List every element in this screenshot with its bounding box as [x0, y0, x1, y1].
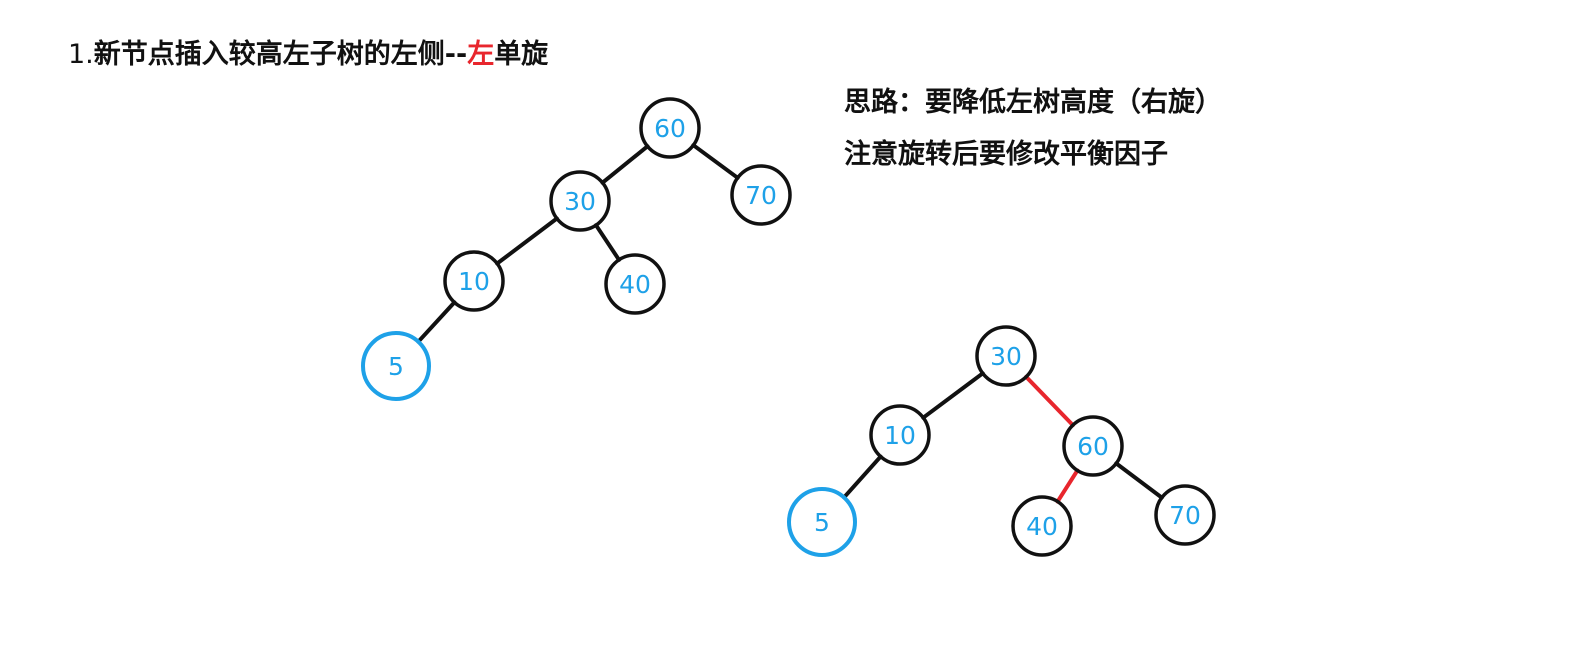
node-circle: [730, 164, 792, 226]
node-circle: [869, 404, 931, 466]
title-rest: 单旋: [494, 39, 549, 70]
edge-b30-b40: [594, 223, 621, 262]
title-main: 新节点插入较高左子树的左侧: [93, 39, 445, 70]
tree-node-a30: 30: [975, 325, 1037, 387]
edge-a30-a60: [1024, 374, 1075, 428]
edge-b30-b10: [495, 216, 559, 266]
node-label: 5: [388, 352, 404, 381]
tree-node-a60: 60: [1062, 415, 1124, 477]
edge-b60-b30: [600, 144, 650, 185]
node-label: 60: [654, 114, 686, 143]
node-circle: [443, 250, 505, 312]
tree-node-a5: 5: [787, 487, 857, 557]
node-circle: [361, 331, 431, 401]
title-dash: --: [444, 39, 468, 70]
diagram-title: 1.新节点插入较高左子树的左侧--左单旋: [68, 32, 548, 71]
tree-node-b10: 10: [443, 250, 505, 312]
node-circle: [1062, 415, 1124, 477]
tree-nodes: 60 30 70 10 40 5 30 10 60 5 40 70: [361, 97, 1216, 557]
tree-node-b30: 30: [549, 170, 611, 232]
edge-a60-a70: [1114, 461, 1164, 500]
note-idea: 思路：要降低左树高度（右旋）: [844, 87, 1222, 118]
node-label: 40: [619, 270, 651, 299]
title-highlight: 左: [467, 39, 495, 70]
title-number: 1.: [68, 39, 94, 70]
tree-node-a10: 10: [869, 404, 931, 466]
tree-node-b60: 60: [639, 97, 701, 159]
node-circle: [639, 97, 701, 159]
tree-node-b40: 40: [604, 253, 666, 315]
node-label: 30: [990, 342, 1022, 371]
node-label: 60: [1077, 432, 1109, 461]
node-label: 70: [745, 181, 777, 210]
node-label: 5: [814, 508, 830, 537]
edge-a60-a40: [1055, 468, 1080, 504]
edge-a30-a10: [921, 371, 985, 420]
edge-b10-b5: [416, 300, 457, 344]
node-label: 10: [884, 421, 916, 450]
node-label: 70: [1169, 501, 1201, 530]
node-label: 40: [1026, 512, 1058, 541]
note-balance-factor: 注意旋转后要修改平衡因子: [844, 139, 1168, 170]
node-circle: [787, 487, 857, 557]
node-circle: [975, 325, 1037, 387]
tree-node-b70: 70: [730, 164, 792, 226]
edge-b60-b70: [691, 143, 740, 180]
node-label: 30: [564, 187, 596, 216]
node-circle: [604, 253, 666, 315]
node-label: 10: [458, 267, 490, 296]
node-circle: [549, 170, 611, 232]
node-circle: [1154, 484, 1216, 546]
tree-node-a40: 40: [1011, 495, 1073, 557]
node-circle: [1011, 495, 1073, 557]
edge-a10-a5: [842, 454, 883, 500]
tree-node-a70: 70: [1154, 484, 1216, 546]
tree-edges: [416, 143, 1164, 504]
tree-node-b5: 5: [361, 331, 431, 401]
